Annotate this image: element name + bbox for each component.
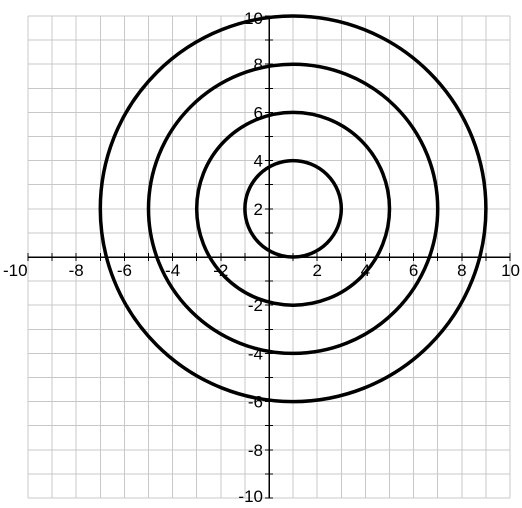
x-tick-label: -6 (117, 261, 132, 280)
x-tick-label: -10 (3, 261, 28, 280)
circle-r2 (243, 158, 344, 259)
y-tick-label: 6 (254, 103, 263, 122)
x-tick-label: 6 (409, 261, 418, 280)
y-tick-label: -8 (248, 441, 263, 460)
x-tick-label: -8 (69, 261, 84, 280)
x-tick-label: -2 (213, 261, 228, 280)
x-tick-label: 10 (501, 261, 520, 280)
y-tick-label: -4 (248, 344, 263, 363)
circle-r4 (194, 110, 392, 307)
y-tick-label: 10 (244, 9, 263, 28)
x-tick-label: 4 (361, 261, 370, 280)
y-tick-label: -10 (238, 487, 263, 506)
y-tick-label: 2 (254, 200, 263, 219)
y-tick-label: 8 (254, 55, 263, 74)
x-tick-label: 2 (312, 261, 321, 280)
circle-r6 (146, 62, 440, 356)
label-layer: -10 -8 -6 -4 -2 2 4 6 8 10 10 8 6 4 2 -2 -4 -6 -8 -10 (3, 9, 520, 506)
y-tick-label: -6 (248, 393, 263, 412)
y-tick-label: -2 (248, 296, 263, 315)
curve-layer (98, 14, 488, 404)
x-tick-label: 8 (457, 261, 466, 280)
x-tick-label: -4 (165, 261, 180, 280)
circle-r8 (98, 14, 488, 404)
y-tick-label: 4 (254, 152, 263, 171)
